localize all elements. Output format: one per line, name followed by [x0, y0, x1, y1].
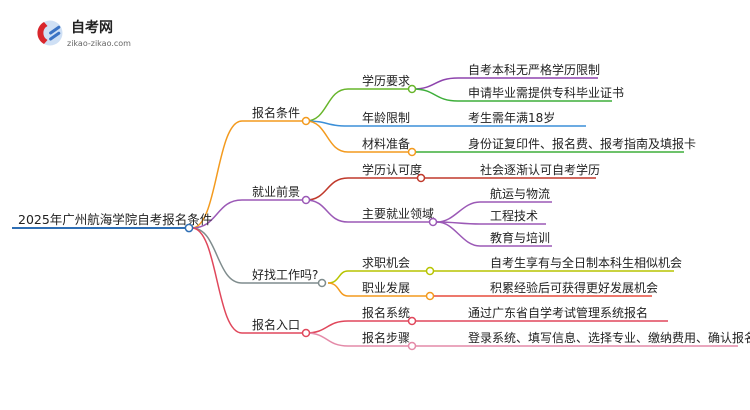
node-age-limit[interactable]: 年龄限制 — [348, 111, 586, 127]
node-label: 主要就业领域 — [362, 207, 434, 221]
node-employment-fields[interactable]: 主要就业领域 — [348, 207, 438, 227]
branch-employment-prospects[interactable]: 就业前景 — [242, 184, 311, 205]
leaf-label: 登录系统、填写信息、选择专业、缴纳费用、确认报名 — [468, 330, 750, 345]
node-registration-system[interactable]: 报名系统 — [348, 305, 417, 326]
logo-icon — [37, 20, 63, 46]
leaf-label: 申请毕业需提供专科毕业证书 — [468, 85, 624, 100]
branch-label: 好找工作吗? — [252, 268, 318, 282]
leaf-diploma-required-for-graduation[interactable]: 申请毕业需提供专科毕业证书 — [458, 85, 624, 102]
leaf-society-recognizes-degree[interactable]: 社会逐渐认可自考学历 — [425, 162, 600, 179]
node-education-requirement[interactable]: 学历要求 — [348, 73, 417, 94]
node-label: 材料准备 — [362, 137, 410, 151]
node-career-development[interactable]: 职业发展 — [348, 280, 435, 301]
node-label: 职业发展 — [362, 280, 410, 295]
leaf-materials-list[interactable]: 身份证复印件、报名费、报考指南及填报卡 — [416, 136, 696, 153]
site-logo[interactable]: 自考网 zikao-zikao.com — [37, 19, 131, 48]
leaf-similar-opportunities[interactable]: 自考生享有与全日制本科生相似机会 — [434, 255, 682, 272]
leaf-label: 通过广东省自学考试管理系统报名 — [468, 305, 648, 320]
branch-connectors — [305, 88, 349, 347]
node-label: 学历要求 — [362, 73, 410, 88]
node-label: 求职机会 — [362, 256, 410, 270]
leaf-label: 自考本科无严格学历限制 — [468, 62, 600, 77]
leaf-label: 教育与培训 — [490, 230, 550, 245]
leaf-guangdong-exam-system[interactable]: 通过广东省自学考试管理系统报名 — [416, 305, 668, 322]
node-label: 年龄限制 — [362, 111, 410, 125]
leaf-no-strict-education-limit[interactable]: 自考本科无严格学历限制 — [458, 62, 600, 79]
leaf-label: 身份证复印件、报名费、报考指南及填报卡 — [468, 136, 696, 151]
node-registration-steps[interactable]: 报名步骤 — [348, 330, 417, 351]
node-label: 学历认可度 — [362, 162, 422, 177]
leaf-connectors — [412, 77, 481, 247]
leaf-label: 航运与物流 — [490, 186, 550, 201]
leaf-label: 自考生享有与全日制本科生相似机会 — [490, 255, 682, 270]
leaf-label: 积累经验后可获得更好发展机会 — [490, 280, 658, 295]
node-label: 报名步骤 — [362, 330, 410, 345]
branch-label: 就业前景 — [252, 184, 300, 199]
root-label: 2025年广州航海学院自考报名条件 — [18, 212, 212, 227]
node-label: 报名系统 — [362, 305, 410, 320]
root-node[interactable]: 2025年广州航海学院自考报名条件 — [12, 212, 212, 233]
leaf-age-18[interactable]: 考生需年满18岁 — [468, 110, 555, 125]
leaf-better-development[interactable]: 积累经验后可获得更好发展机会 — [434, 280, 658, 297]
branch-registration-requirements[interactable]: 报名条件 — [242, 105, 311, 126]
brand-url: zikao-zikao.com — [67, 39, 131, 48]
node-materials[interactable]: 材料准备 — [348, 137, 417, 157]
leaf-registration-steps-list[interactable]: 登录系统、填写信息、选择专业、缴纳费用、确认报名 — [416, 330, 750, 347]
leaf-shipping-logistics[interactable]: 航运与物流 — [480, 186, 552, 203]
leaf-engineering[interactable]: 工程技术 — [480, 208, 546, 225]
leaf-label: 考生需年满18岁 — [468, 110, 555, 125]
node-job-opportunities[interactable]: 求职机会 — [348, 256, 435, 276]
node-degree-recognition[interactable]: 学历认可度 — [348, 162, 426, 183]
leaf-label: 工程技术 — [490, 208, 538, 223]
root-connectors — [191, 120, 243, 334]
branch-registration-portal[interactable]: 报名入口 — [242, 317, 311, 338]
brand-name: 自考网 — [71, 19, 113, 36]
branch-label: 报名条件 — [252, 105, 300, 120]
leaf-label: 社会逐渐认可自考学历 — [480, 162, 600, 177]
leaf-education-training[interactable]: 教育与培训 — [480, 230, 552, 247]
branch-easy-to-find-job[interactable]: 好找工作吗? — [242, 268, 327, 288]
branch-label: 报名入口 — [252, 317, 300, 332]
